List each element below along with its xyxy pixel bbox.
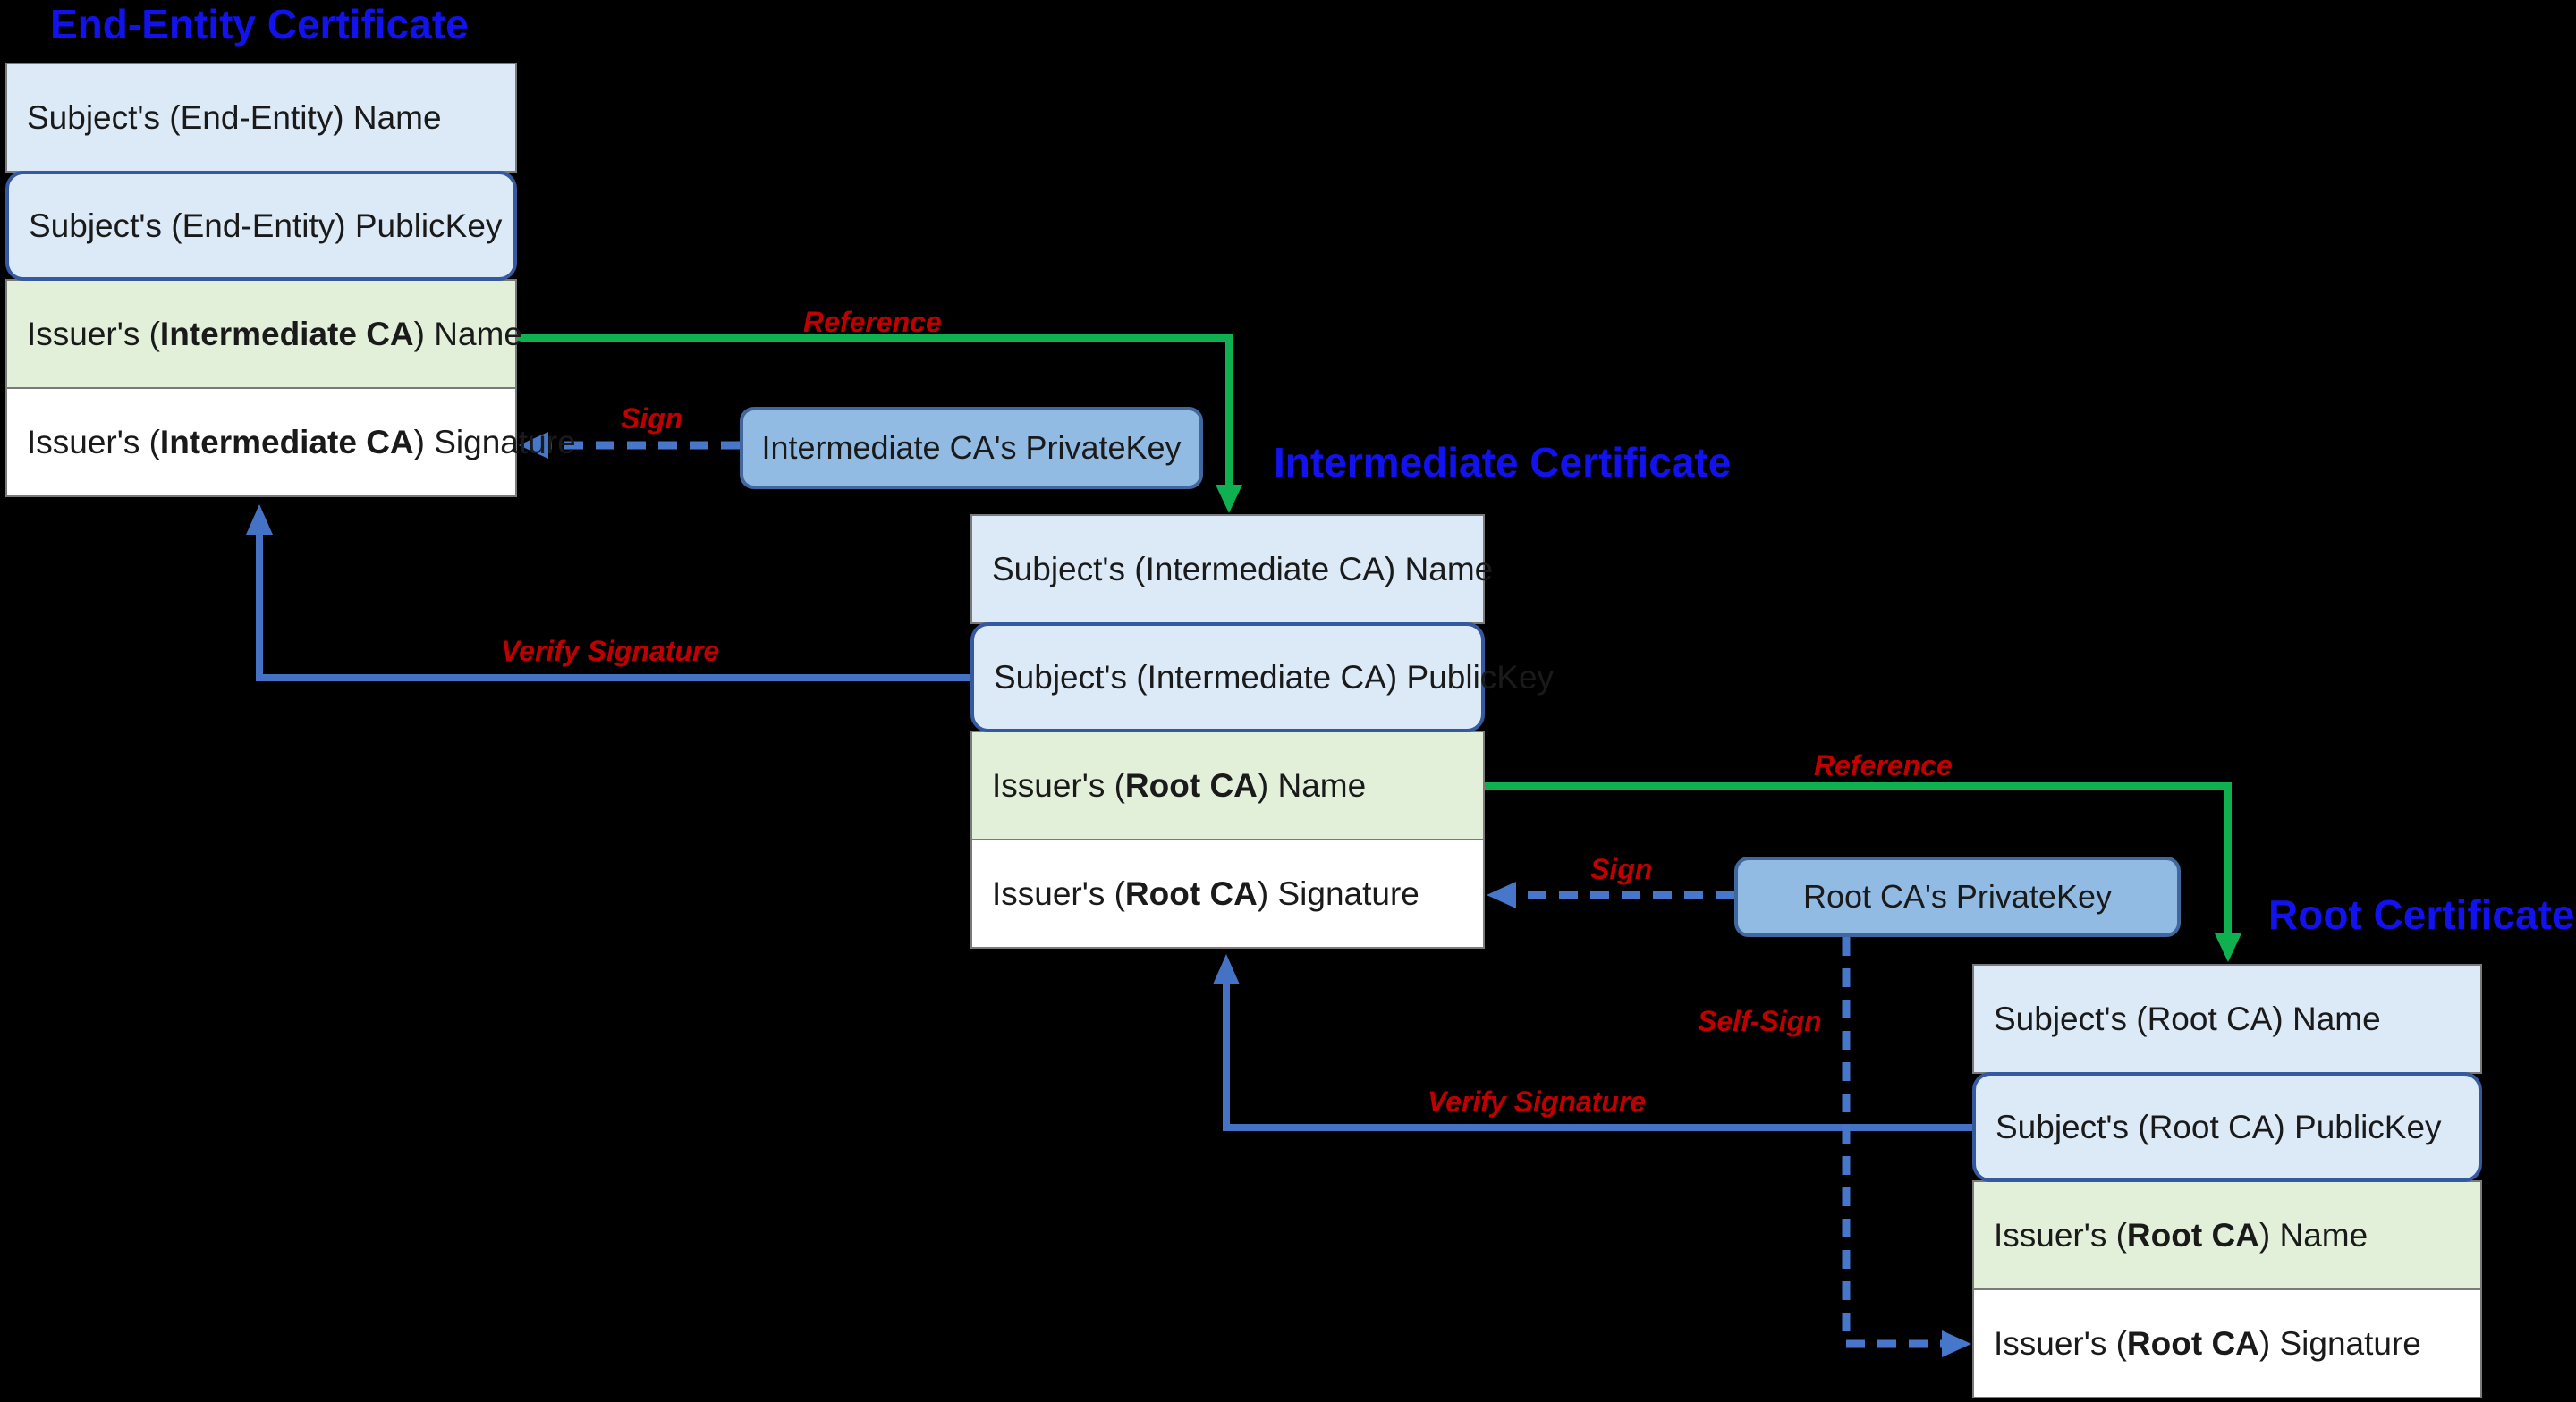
verify-signature-label-2: Verify Signature xyxy=(1428,1085,1647,1118)
root-ca-privatekey-box: Root CA's PrivateKey xyxy=(1734,857,2181,937)
intermediate-issuer-signature-row: Issuer's (Root CA) Signature xyxy=(970,839,1485,949)
reference-label-2: Reference xyxy=(1814,749,1953,781)
end-entity-certificate-box: Subject's (End-Entity) Name Subject's (E… xyxy=(5,63,576,499)
row-text-suffix: ) Name xyxy=(2258,1216,2368,1254)
sign-label-2: Sign xyxy=(1590,853,1653,885)
root-subject-name-row: Subject's (Root CA) Name xyxy=(1972,964,2482,1074)
reference-label-1: Reference xyxy=(803,306,942,338)
row-text: Subject's (End-Entity) Name xyxy=(27,98,442,136)
end-entity-issuer-name-row: Issuer's (Intermediate CA) Name xyxy=(5,279,522,389)
reference-arrow-intermediate-to-root xyxy=(1485,782,2241,962)
verify-signature-arrow-intermediate-to-end-entity xyxy=(246,504,970,681)
row-text-suffix: ) Signature xyxy=(2258,1324,2421,1362)
end-entity-issuer-signature-row: Issuer's (Intermediate CA) Signature xyxy=(5,387,576,497)
sign-label-1: Sign xyxy=(621,402,683,435)
intermediate-certificate-box: Subject's (Intermediate CA) Name Subject… xyxy=(970,514,1554,950)
root-issuer-signature-row: Issuer's (Root CA) Signature xyxy=(1972,1288,2482,1398)
row-text: Subject's (Root CA) Name xyxy=(1994,1000,2381,1037)
verify-signature-label-1: Verify Signature xyxy=(501,635,720,667)
row-text-bold: Root CA xyxy=(2126,1324,2259,1362)
row-text-suffix: ) Signature xyxy=(1257,874,1419,912)
row-text: Issuer's ( xyxy=(1994,1324,2127,1362)
verify-signature-arrow-root-to-intermediate xyxy=(1213,954,1972,1131)
row-text-bold: Intermediate CA xyxy=(159,315,414,352)
root-issuer-name-row: Issuer's (Root CA) Name xyxy=(1972,1180,2482,1290)
row-text-suffix: ) Signature xyxy=(413,423,576,460)
sign-arrow-root-key xyxy=(1487,882,1734,908)
root-subject-publickey-row: Subject's (Root CA) PublicKey xyxy=(1972,1072,2482,1182)
row-text-suffix: ) Name xyxy=(1257,766,1367,804)
row-text: Subject's (Root CA) PublicKey xyxy=(1996,1108,2442,1145)
self-sign-arrow-root-key xyxy=(1842,937,1971,1357)
row-text-suffix: ) Name xyxy=(413,315,522,352)
intermediate-subject-publickey-row: Subject's (Intermediate CA) PublicKey xyxy=(970,622,1554,732)
end-entity-subject-publickey-row: Subject's (End-Entity) PublicKey xyxy=(5,171,517,281)
row-text: Subject's (Intermediate CA) Name xyxy=(992,550,1494,587)
intermediate-issuer-name-row: Issuer's (Root CA) Name xyxy=(970,731,1485,840)
intermediate-subject-name-row: Subject's (Intermediate CA) Name xyxy=(970,514,1493,624)
root-certificate-title: Root Certificate xyxy=(2268,891,2575,938)
end-entity-certificate-title: End-Entity Certificate xyxy=(50,1,469,47)
self-sign-label: Self-Sign xyxy=(1698,1005,1822,1037)
row-text-bold: Root CA xyxy=(1124,766,1258,804)
row-text: Subject's (End-Entity) PublicKey xyxy=(29,207,503,244)
intermediate-certificate-title: Intermediate Certificate xyxy=(1274,439,1732,486)
row-text: Issuer's ( xyxy=(27,315,160,352)
row-text: Issuer's ( xyxy=(27,423,160,460)
root-certificate-box: Subject's (Root CA) Name Subject's (Root… xyxy=(1972,964,2482,1400)
row-text: Subject's (Intermediate CA) PublicKey xyxy=(994,658,1555,696)
end-entity-subject-name-row: Subject's (End-Entity) Name xyxy=(5,63,517,173)
sign-arrow-intermediate-key xyxy=(519,432,740,459)
row-text-bold: Root CA xyxy=(2126,1216,2259,1254)
intermediate-ca-privatekey-box: Intermediate CA's PrivateKey xyxy=(740,407,1203,489)
row-text-bold: Intermediate CA xyxy=(159,423,414,460)
row-text: Issuer's ( xyxy=(1994,1216,2127,1254)
reference-arrow-end-entity-to-intermediate xyxy=(517,334,1242,513)
row-text: Issuer's ( xyxy=(992,874,1125,912)
row-text-bold: Root CA xyxy=(1124,874,1258,912)
row-text: Issuer's ( xyxy=(992,766,1125,804)
